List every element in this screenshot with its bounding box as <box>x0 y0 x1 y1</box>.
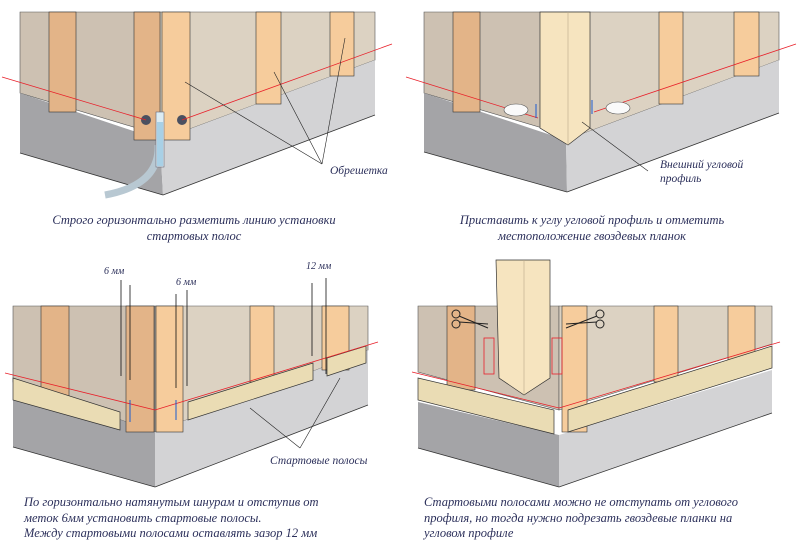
plinth-right <box>155 350 368 487</box>
starter-strip <box>417 377 555 435</box>
panel-starter-strips: 6 мм 6 мм 12 мм Стартовые полосы По гори… <box>0 250 404 559</box>
illustration-starter-strips <box>4 278 379 488</box>
dimension-label: 12 мм <box>306 261 332 272</box>
chalk-line <box>558 341 781 409</box>
starter-strip <box>567 345 773 433</box>
corner-profile <box>495 259 551 396</box>
dimension-label: 6 мм <box>104 266 125 277</box>
hand-icon <box>605 101 631 115</box>
plinth-left <box>418 402 559 487</box>
caption-line: Стартовыми полосами можно не отступать о… <box>424 495 738 509</box>
batten <box>125 305 155 433</box>
plinth-left <box>424 93 567 192</box>
caption: Приставить к углу угловой профиль и отме… <box>422 213 762 244</box>
caption-line: стартовых полос <box>146 228 242 243</box>
plinth-right <box>160 60 375 195</box>
nail-strip-cut-mark <box>551 337 563 375</box>
batten <box>249 305 275 383</box>
starter-strip <box>187 362 314 421</box>
caption: По горизонтально натянутым шнурам и отст… <box>24 495 394 542</box>
hand-icon <box>503 103 529 117</box>
chalk-line <box>181 43 393 121</box>
plinth-right <box>559 370 772 487</box>
batten <box>653 305 679 383</box>
caption-line: Строго горизонтально разметить линию уст… <box>52 213 336 227</box>
batten <box>255 11 282 105</box>
chalk-line <box>593 43 797 113</box>
batten <box>329 11 355 77</box>
panel-corner-profile: Внешний угловой профиль Приставить к угл… <box>404 0 808 250</box>
panel-trim-nail-strips: Стартовыми полосами можно не отступать о… <box>404 250 808 559</box>
batten <box>40 305 70 397</box>
caption: Стартовыми полосами можно не отступать о… <box>424 495 804 542</box>
panel-mark-line: Обрешетка Строго горизонтально разметить… <box>0 0 404 250</box>
caption-line: меток 6мм установить стартовые полосы. <box>24 510 262 525</box>
caption-line: профиля, но тогда нужно подрезать гвозде… <box>424 510 733 525</box>
caption-line: Приставить к углу угловой профиль и отме… <box>459 213 725 227</box>
label-line: Внешний угловой <box>660 159 744 171</box>
caption-line: местоположение гвоздевых планок <box>498 228 686 243</box>
caption: Строго горизонтально разметить линию уст… <box>24 213 364 244</box>
illustration-mark-line <box>1 11 393 199</box>
scissors-icon <box>565 309 605 329</box>
caption-line: По горизонтально натянутым шнурам и отст… <box>24 495 319 509</box>
label-starter-strips: Стартовые полосы <box>270 455 368 467</box>
label-corner-profile: Внешний угловой профиль <box>660 158 743 186</box>
chalk-line <box>411 371 560 409</box>
illustration-corner-profile <box>405 11 797 193</box>
plinth-right <box>566 60 779 192</box>
label-line: профиль <box>660 173 702 185</box>
caption-line: угловом профиле <box>424 526 514 540</box>
corner-profile <box>539 11 591 146</box>
batten <box>48 11 77 113</box>
dimension-label: 6 мм <box>176 277 197 288</box>
starter-strip <box>12 377 121 431</box>
label-battens: Обрешетка <box>330 165 388 177</box>
batten <box>452 11 481 113</box>
chalk-line <box>154 341 379 411</box>
batten <box>155 305 184 433</box>
batten <box>658 11 684 105</box>
scissors-icon <box>451 309 489 329</box>
illustration-trim-nail-strips <box>411 259 781 488</box>
batten <box>446 305 476 391</box>
nail-strip-cut-mark <box>483 337 495 375</box>
plinth-left <box>20 93 163 195</box>
chalk-line <box>1 76 147 121</box>
caption-line: Между стартовыми полосами оставлять зазо… <box>24 526 318 540</box>
batten <box>733 11 760 77</box>
